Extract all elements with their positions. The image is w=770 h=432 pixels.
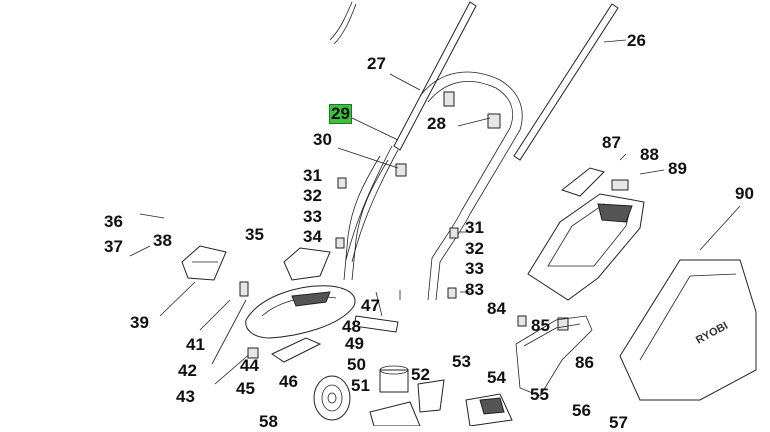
callout-31-right[interactable]: 31	[465, 218, 484, 237]
clip-34	[335, 237, 345, 249]
callout-52[interactable]: 52	[411, 365, 430, 384]
callout-33-left[interactable]: 33	[303, 207, 322, 226]
callout-47[interactable]: 47	[361, 296, 380, 315]
callout-51[interactable]: 51	[351, 376, 370, 395]
callout-36[interactable]: 36	[104, 212, 123, 231]
callout-32-left[interactable]: 32	[303, 186, 322, 205]
callout-31-left[interactable]: 31	[303, 166, 322, 185]
clip-31-right	[449, 227, 459, 239]
motor-housing	[245, 285, 356, 339]
grass-box-top	[527, 193, 645, 301]
knob-28	[487, 113, 501, 129]
callout-29-selected[interactable]: 29	[329, 104, 352, 124]
callout-42[interactable]: 42	[178, 361, 197, 380]
part-41	[239, 281, 249, 297]
lower-handle-tube-left	[343, 155, 389, 281]
callout-89[interactable]: 89	[668, 159, 687, 178]
callout-39[interactable]: 39	[130, 313, 149, 332]
motor	[379, 365, 409, 393]
callout-32-right[interactable]: 32	[465, 239, 484, 258]
part-53	[417, 379, 445, 413]
upper-handle-tube-right	[513, 3, 619, 161]
cable	[329, 1, 353, 41]
base-plate	[369, 401, 421, 426]
callout-26[interactable]: 26	[627, 31, 646, 50]
part-88	[611, 179, 629, 191]
callout-55[interactable]: 55	[530, 385, 549, 404]
part-84	[517, 315, 527, 327]
callout-87[interactable]: 87	[602, 133, 621, 152]
catcher-frame	[515, 315, 593, 397]
switch-box-35	[283, 247, 331, 281]
callout-50[interactable]: 50	[347, 355, 366, 374]
callout-88[interactable]: 88	[640, 145, 659, 164]
callout-33-right[interactable]: 33	[465, 259, 484, 278]
callout-45[interactable]: 45	[236, 379, 255, 398]
callout-53[interactable]: 53	[452, 352, 471, 371]
callout-84[interactable]: 84	[487, 299, 506, 318]
handle-cap-87	[560, 167, 605, 197]
callout-38[interactable]: 38	[153, 231, 172, 250]
battery-cover-39	[181, 245, 227, 281]
callout-34[interactable]: 34	[303, 227, 322, 246]
part-44	[247, 347, 259, 359]
callout-46[interactable]: 46	[279, 372, 298, 391]
wheel	[313, 375, 351, 421]
callout-28[interactable]: 28	[427, 114, 446, 133]
callout-57[interactable]: 57	[609, 413, 628, 432]
upper-handle-tube-left	[345, 1, 477, 263]
callout-90[interactable]: 90	[735, 184, 754, 203]
clip-31-left	[337, 177, 347, 189]
callout-37[interactable]: 37	[104, 237, 123, 256]
grass-bag	[619, 259, 757, 401]
callout-86[interactable]: 86	[575, 353, 594, 372]
part-85	[557, 317, 569, 331]
bracket-48	[353, 315, 399, 333]
callout-35[interactable]: 35	[245, 225, 264, 244]
callout-44[interactable]: 44	[240, 356, 259, 375]
callout-85[interactable]: 85	[531, 316, 550, 335]
lever	[270, 337, 322, 363]
leader-lines	[129, 39, 741, 385]
callout-83[interactable]: 83	[465, 280, 484, 299]
callout-48[interactable]: 48	[342, 317, 361, 336]
top-handle-loop	[419, 71, 523, 301]
callout-27[interactable]: 27	[367, 54, 386, 73]
clip-83	[447, 287, 457, 299]
callout-43[interactable]: 43	[176, 387, 195, 406]
knob-30	[395, 163, 407, 177]
callout-41[interactable]: 41	[186, 335, 205, 354]
knob-27	[443, 91, 455, 107]
callout-49[interactable]: 49	[345, 334, 364, 353]
callout-56[interactable]: 56	[572, 401, 591, 420]
callout-54[interactable]: 54	[487, 368, 506, 387]
callout-30[interactable]: 30	[313, 130, 332, 149]
callout-58[interactable]: 58	[259, 412, 278, 431]
